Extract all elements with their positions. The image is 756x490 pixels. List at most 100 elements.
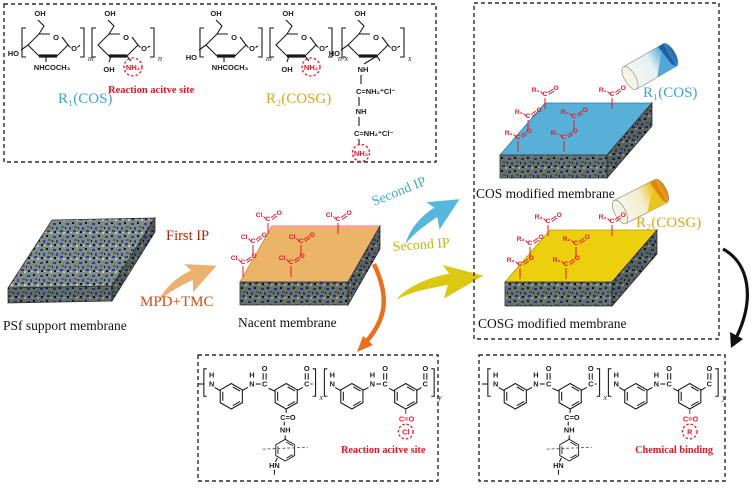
circled-cl-label: Cl xyxy=(402,427,409,436)
roll-wrap-dark xyxy=(658,43,677,67)
glyco-oxygen: O xyxy=(71,44,77,53)
guanidinium-label: C=NH₂⁺Cl⁻ xyxy=(356,87,395,96)
reaction-site-box: C=O Cl Reaction acitve site xyxy=(197,354,442,482)
roll-cap xyxy=(621,66,639,90)
red-carbonyl-label: C=O xyxy=(399,415,415,424)
psf-support-membrane: PSf support membrane xyxy=(3,216,156,333)
svg-text:C: C xyxy=(610,91,615,98)
reactants-box-border xyxy=(3,3,437,163)
svg-text:C: C xyxy=(336,216,341,223)
svg-text:C: C xyxy=(572,113,577,120)
svg-text:R₂: R₂ xyxy=(599,214,607,221)
svg-text:O: O xyxy=(310,232,315,239)
cosg-side-shade xyxy=(612,230,657,306)
svg-text:R₁: R₁ xyxy=(551,130,559,137)
svg-text:R₁: R₁ xyxy=(561,109,569,116)
cos-side-shade xyxy=(607,103,652,178)
first-ip-label: First IP xyxy=(166,228,209,244)
nacent-side-shade xyxy=(348,226,380,305)
oh-label: OH xyxy=(210,9,221,18)
reaction-site-caption: Reaction acitve site xyxy=(341,445,426,456)
red-carbonyl-label: C=O xyxy=(683,415,699,424)
svg-text:O: O xyxy=(347,210,352,217)
cosg-front-shade xyxy=(505,282,612,306)
second-ip-yellow-arrow xyxy=(392,260,486,305)
r1-roll-label: R₁(COS) xyxy=(643,85,697,101)
oh-label: OH xyxy=(34,9,45,18)
cos-side-face xyxy=(606,101,653,180)
cosg-roll xyxy=(611,178,670,225)
r2-roll-label: R₂(COSG) xyxy=(636,215,701,231)
orange-curved-arrow xyxy=(357,263,386,352)
second-ip-steps: Second IP Second IP xyxy=(370,174,486,305)
roll-wrap-dark xyxy=(649,179,667,203)
psf-side-face xyxy=(111,216,156,303)
pyranose-ring xyxy=(199,20,246,62)
psf-membrane-label: PSf support membrane xyxy=(3,318,127,333)
svg-text:O: O xyxy=(277,210,282,217)
circled-r-label: R xyxy=(687,427,693,436)
polyamide-with-cl: C=O Cl Reaction acitve site xyxy=(198,364,442,475)
svg-text:O: O xyxy=(262,232,267,239)
chemical-binding-border xyxy=(478,354,726,482)
ring-oxygen: O xyxy=(301,33,307,42)
pyranose-ring xyxy=(21,20,68,62)
first-ip-step: First IP MPD+TMC xyxy=(140,228,223,310)
mpd-tmc-label: MPD+TMC xyxy=(140,294,213,310)
oh-label: OH xyxy=(103,65,114,74)
ring-oxygen: O xyxy=(231,33,237,42)
svg-text:Cl: Cl xyxy=(241,234,248,241)
nacent-front-shade xyxy=(240,282,348,305)
nhcoch3-label: NHCOCH₃ xyxy=(212,63,249,72)
svg-text:C: C xyxy=(516,134,521,141)
svg-text:C: C xyxy=(610,218,615,225)
svg-text:R₂: R₂ xyxy=(553,257,561,264)
svg-text:C: C xyxy=(562,134,567,141)
psf-side-shade xyxy=(112,218,155,301)
reactive-site-circle xyxy=(123,57,143,77)
modified-membranes-border xyxy=(473,2,720,340)
nh2-label: NH₂ xyxy=(126,63,140,72)
glyco-oxygen: O xyxy=(391,44,397,53)
ring-oxygen: O xyxy=(373,33,379,42)
svg-text:O: O xyxy=(537,107,542,114)
ho-label: HO xyxy=(329,49,340,58)
reactants-box: O OH HO NHCOCH₃ O m O OH OH NH₂ O n Reac… xyxy=(3,3,437,163)
roll-cap xyxy=(611,199,629,225)
nh2-label: NH₂ xyxy=(354,149,368,158)
subscript-m: m xyxy=(266,54,272,63)
svg-text:O: O xyxy=(539,234,544,241)
nacent-membrane-label: Nacent membrane xyxy=(238,315,337,330)
oh-label: OH xyxy=(104,9,115,18)
reactive-site-circle xyxy=(351,143,371,163)
svg-text:O: O xyxy=(557,212,562,219)
roll-wrap xyxy=(647,179,667,213)
chemical-binding-box: C=O R Chemical binding xyxy=(478,354,726,482)
svg-text:R₂: R₂ xyxy=(563,236,571,243)
subscript-m: m xyxy=(88,54,94,63)
reactive-site-circle xyxy=(397,423,414,440)
cosg-membrane-label: COSG modified membrane xyxy=(478,316,626,331)
psf-front-shade xyxy=(8,286,112,303)
subscript-n: n xyxy=(158,54,162,63)
svg-text:R₂: R₂ xyxy=(507,257,515,264)
svg-text:Cl: Cl xyxy=(279,255,286,262)
svg-text:R₁: R₁ xyxy=(599,87,607,94)
second-ip-blue-label: Second IP xyxy=(370,174,429,209)
